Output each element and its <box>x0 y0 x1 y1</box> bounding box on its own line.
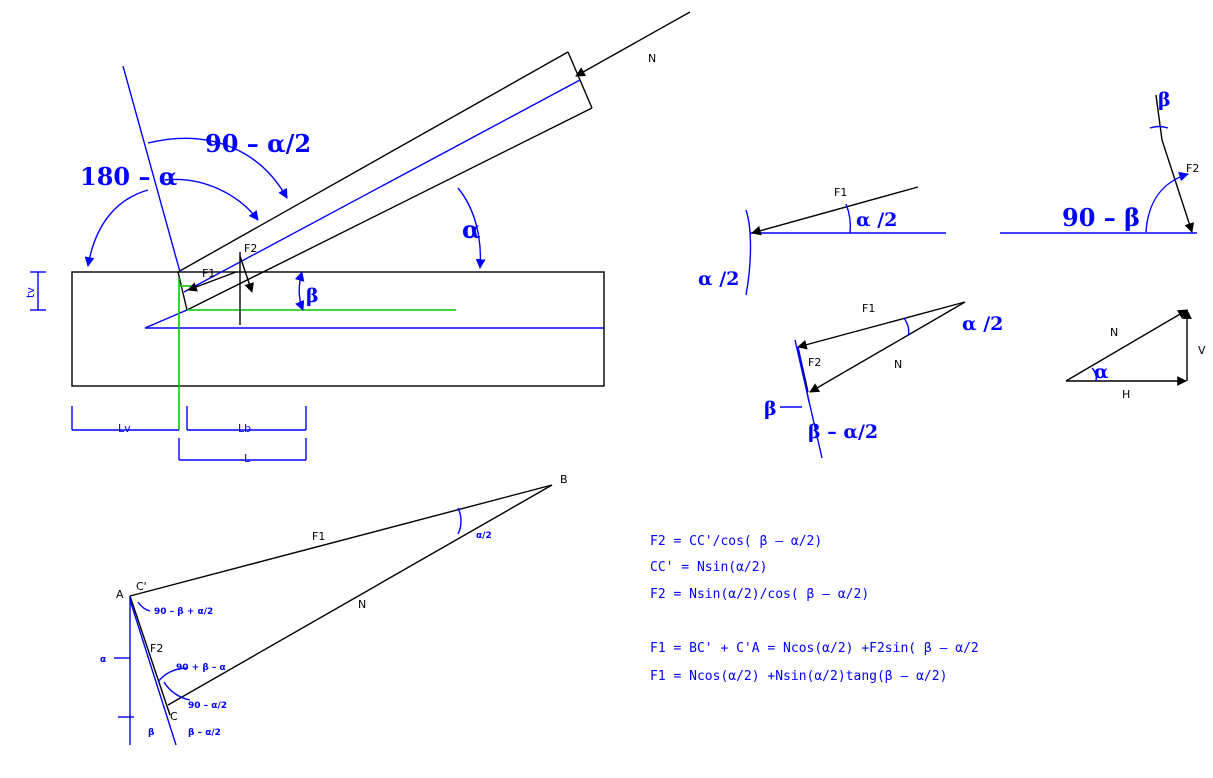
geo-c-arc-lower <box>163 681 191 701</box>
geo-90-minus-beta-plus: 90 – β + α/2 <box>154 607 213 617</box>
f1-detail-alpha-half-left: α /2 <box>698 268 739 290</box>
components-triangle: N V H α <box>1065 309 1206 401</box>
f1-detail-alpha-half: α /2 <box>856 209 897 231</box>
f1-detail-label: F1 <box>834 186 847 199</box>
equation-4: F1 = BC' + C'A = Ncos(α/2) +F2sin( β – α… <box>650 641 979 656</box>
geo-c-prime: C' <box>136 580 147 593</box>
equations-block: F2 = CC'/cos( β – α/2) CC' = Nsin(α/2) F… <box>650 534 979 684</box>
geo-f2-label: F2 <box>150 642 163 655</box>
comp-n <box>1065 309 1188 382</box>
geo-n-label: N <box>358 598 366 611</box>
normal-line <box>122 65 181 273</box>
tri-extension <box>794 339 823 459</box>
cut-slope <box>144 309 188 329</box>
f2-detail: β F2 90 – β <box>1000 89 1199 234</box>
geo-beta: β <box>148 728 155 738</box>
tri-f2-label: F2 <box>808 356 821 369</box>
geo-ac-blue <box>129 599 177 746</box>
f1-detail-tick <box>745 209 752 296</box>
label-l: L <box>244 452 251 465</box>
tri-n-label: N <box>894 358 902 371</box>
f2-detail-beta-arc <box>1149 125 1169 129</box>
bar-centerline <box>183 79 581 293</box>
f2-detail-vertical <box>1155 94 1163 141</box>
tri-alpha-arc <box>903 317 910 337</box>
arc-alpha <box>457 187 486 269</box>
f2-detail-90-minus-beta: 90 – β <box>1062 203 1140 232</box>
geo-a: A <box>116 588 124 601</box>
geo-beta-minus-alpha-half: β – α/2 <box>188 728 221 738</box>
bar-top-edge <box>177 51 569 273</box>
f2-arrow-main <box>239 255 254 293</box>
f1-detail: F1 α /2 α /2 <box>698 186 946 296</box>
geo-90-plus-beta-minus-alpha: 90 + β – α <box>176 663 226 673</box>
f1-arrow-main <box>187 271 237 292</box>
tri-beta-minus-alpha-half: β – α/2 <box>808 421 878 443</box>
geo-b: B <box>560 473 568 486</box>
base-plate <box>71 271 605 387</box>
label-lv: Lv <box>118 422 131 435</box>
geo-f1 <box>129 484 553 597</box>
label-alpha: α <box>462 215 480 244</box>
comp-h-label: H <box>1122 388 1130 401</box>
label-beta: β <box>306 285 319 307</box>
comp-v-label: V <box>1198 344 1206 357</box>
label-180-minus-alpha: 180 – α <box>80 162 177 191</box>
force-n-arrow <box>575 11 691 77</box>
geo-c-arc-upper <box>157 667 189 683</box>
force-triangle: F1 N F2 α /2 β β – α/2 <box>764 301 1003 459</box>
comp-alpha: α <box>1094 361 1109 383</box>
geo-f1-label: F1 <box>312 530 325 543</box>
main-assembly: N 90 – α/2 180 – α α β F1 F2 tv Lv Lb <box>24 11 691 465</box>
f1-detail-arrow <box>751 186 919 236</box>
f2-detail-beta: β <box>1158 89 1171 111</box>
comp-n-label: N <box>1110 326 1118 339</box>
label-tv: tv <box>24 287 37 298</box>
arc-beta <box>294 271 305 311</box>
tri-f1 <box>797 301 966 350</box>
f2-detail-label: F2 <box>1186 162 1199 175</box>
geo-alpha-half: α/2 <box>476 531 492 541</box>
equation-1: F2 = CC'/cos( β – α/2) <box>650 534 822 549</box>
label-lb: Lb <box>238 422 251 435</box>
geo-alpha-left: α <box>100 655 106 665</box>
f2-detail-arc <box>1145 171 1189 233</box>
geo-alpha-arc <box>457 507 462 535</box>
equation-2: CC' = Nsin(α/2) <box>650 560 767 575</box>
geo-c-prime-arc <box>137 601 151 612</box>
tri-n <box>809 301 966 393</box>
f1-label-main: F1 <box>202 267 215 280</box>
f1-detail-arc <box>845 203 852 234</box>
geometry-triangle: A C' B C F1 N F2 α/2 90 – β + α/2 90 + β… <box>100 473 568 746</box>
label-90-minus-alpha-half: 90 – α/2 <box>205 129 311 158</box>
tri-alpha-half: α /2 <box>962 313 1003 335</box>
arc-180-minus-alpha <box>84 189 149 267</box>
equation-3: F2 = Nsin(α/2)/cos( β – α/2) <box>650 587 869 602</box>
tri-f1-label: F1 <box>862 302 875 315</box>
arc-90-minus-alpha-half <box>147 137 288 199</box>
f2-detail-arrow <box>1161 139 1194 233</box>
force-n-label: N <box>648 52 656 65</box>
tri-beta: β <box>764 398 777 420</box>
bar-bottom-edge <box>186 107 593 311</box>
arc-180-minus-alpha-right <box>164 178 259 221</box>
geo-ac <box>129 595 171 716</box>
equation-5: F1 = Ncos(α/2) +Nsin(α/2)tang(β – α/2) <box>650 669 947 684</box>
geo-c: C <box>170 710 178 723</box>
geo-n <box>167 484 553 706</box>
comp-alpha-arc <box>1091 367 1098 382</box>
geo-90-minus-alpha-half: 90 – α/2 <box>188 701 227 711</box>
f2-label-main: F2 <box>244 242 257 255</box>
